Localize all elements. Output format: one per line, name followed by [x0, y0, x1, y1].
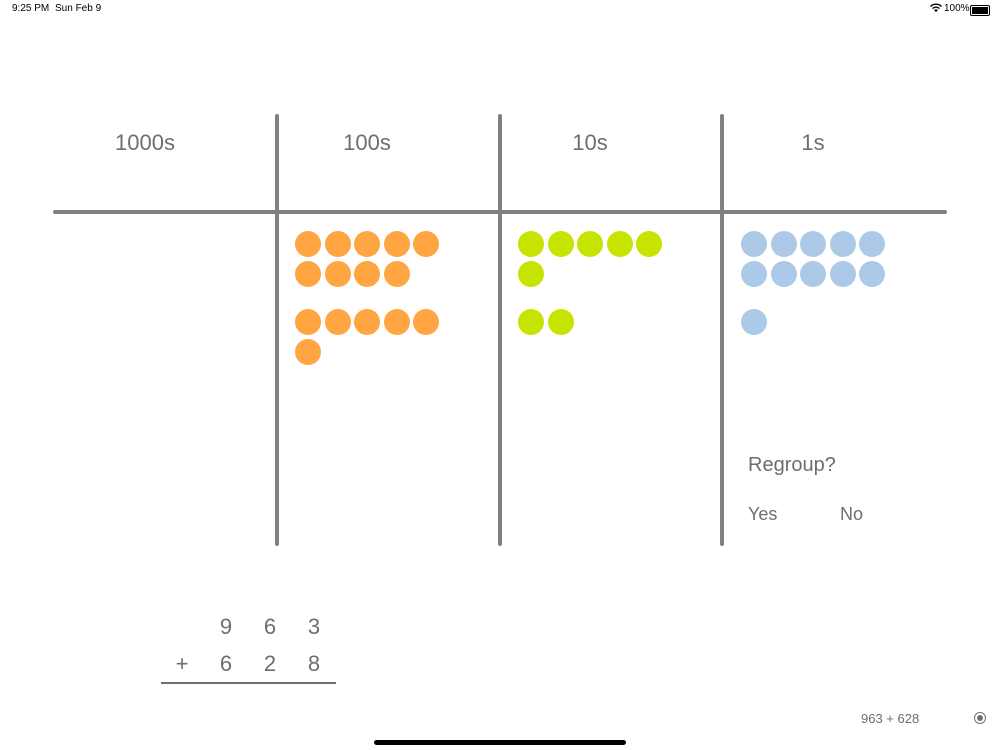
column-divider — [498, 114, 502, 546]
counter-dot[interactable] — [741, 231, 767, 257]
counter-dot[interactable] — [770, 260, 797, 287]
counter-dot[interactable] — [518, 260, 544, 287]
battery-icon — [970, 5, 990, 16]
counter-dot[interactable] — [547, 309, 574, 335]
home-indicator[interactable] — [374, 740, 626, 745]
counter-dot[interactable] — [577, 231, 604, 257]
plus-operator: + — [175, 651, 189, 676]
problem-summary: 963 + 628 — [861, 711, 920, 726]
counter-group — [518, 231, 668, 287]
counter-dot[interactable] — [295, 260, 321, 287]
top-digit-hundreds: 9 — [219, 614, 233, 639]
counter-dot[interactable] — [354, 260, 381, 287]
header-hundreds: 100s — [343, 130, 391, 155]
counter-dot[interactable] — [383, 260, 410, 287]
sum-line — [161, 682, 336, 684]
bottom-digit-ones: 8 — [307, 651, 321, 676]
counter-group — [741, 231, 891, 287]
regroup-yes-button[interactable]: Yes — [748, 504, 778, 524]
regroup-no-button[interactable]: No — [840, 504, 864, 524]
counter-dot[interactable] — [324, 260, 351, 287]
counter-dot[interactable] — [770, 231, 797, 257]
battery-percent: 100% — [944, 3, 970, 14]
counter-dot[interactable] — [829, 260, 856, 287]
header-tens: 10s — [572, 130, 608, 155]
counter-group — [741, 309, 891, 335]
counter-dot[interactable] — [324, 309, 351, 335]
regroup-question: Regroup? — [748, 454, 836, 476]
counter-dot[interactable] — [800, 260, 827, 287]
column-divider — [720, 114, 724, 546]
counter-dot[interactable] — [413, 231, 440, 257]
status-time: 9:25 PM — [12, 3, 50, 14]
counter-dot[interactable] — [518, 309, 544, 335]
counter-group — [295, 309, 445, 365]
counter-dot[interactable] — [859, 260, 886, 287]
record-icon[interactable] — [974, 712, 986, 724]
counter-dot[interactable] — [413, 309, 440, 335]
counter-dot[interactable] — [800, 231, 827, 257]
counter-dot[interactable] — [324, 231, 351, 257]
counter-group — [295, 231, 445, 287]
bottom-digit-hundreds: 6 — [219, 651, 233, 676]
counter-dot[interactable] — [518, 231, 544, 257]
counter-dot[interactable] — [295, 338, 321, 365]
counter-dot[interactable] — [354, 231, 381, 257]
counter-dot[interactable] — [741, 260, 767, 287]
counter-dot[interactable] — [383, 309, 410, 335]
header-ones: 1s — [801, 130, 825, 155]
counter-dot[interactable] — [636, 231, 663, 257]
counter-dot[interactable] — [547, 231, 574, 257]
header-thousands: 1000s — [115, 130, 175, 155]
counter-dot[interactable] — [354, 309, 381, 335]
counter-dot[interactable] — [741, 309, 767, 335]
column-divider — [275, 114, 279, 546]
counter-dot[interactable] — [295, 231, 321, 257]
counter-dot[interactable] — [383, 231, 410, 257]
counter-dot[interactable] — [295, 309, 321, 335]
top-digit-tens: 6 — [263, 614, 277, 639]
top-digit-ones: 3 — [307, 614, 321, 639]
counter-dot[interactable] — [606, 231, 633, 257]
wifi-icon — [930, 3, 942, 16]
counter-dot[interactable] — [829, 231, 856, 257]
counter-dot[interactable] — [859, 231, 886, 257]
counter-group — [518, 309, 668, 335]
bottom-digit-tens: 2 — [263, 651, 277, 676]
status-date: Sun Feb 9 — [55, 3, 102, 14]
